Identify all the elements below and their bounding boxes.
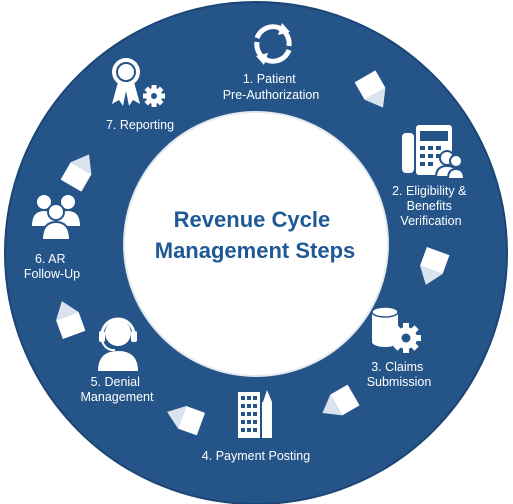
folded-arrow-icon [420,246,450,285]
step-7-label: 7. Reporting [106,118,174,132]
folded-arrow-icon [56,301,86,340]
step-2-label: 2. Eligibility & Benefits Verification [392,184,470,228]
step-6-label: 6. AR Follow-Up [24,252,80,281]
step-1-label: 1. Patient Pre-Authorization [223,72,320,102]
center-title-line-1: Revenue Cycle [174,207,331,232]
award-ribbon-gear-icon [112,58,165,107]
folded-arrow-icon [354,70,386,108]
phone-users-icon [402,125,466,180]
step-4-label: 4. Payment Posting [202,449,310,463]
svg-text:Revenue Cycle Management S: Revenue Cycle Management Steps [155,207,356,263]
folded-arrow-icon [167,406,206,436]
folded-arrow-icon [322,384,360,416]
center-circle [123,111,389,377]
database-gear-icon [371,306,421,353]
user-group-icon [32,195,80,241]
step-5-label: 5. Denial Management [81,375,154,404]
center-title-line-2: Management Steps [155,238,356,263]
refresh-cycle-icon [254,23,292,65]
buildings-icon [238,390,272,438]
headset-agent-icon [98,317,138,371]
folded-arrow-icon [60,154,92,192]
step-3-label: 3. Claims Submission [367,360,432,389]
